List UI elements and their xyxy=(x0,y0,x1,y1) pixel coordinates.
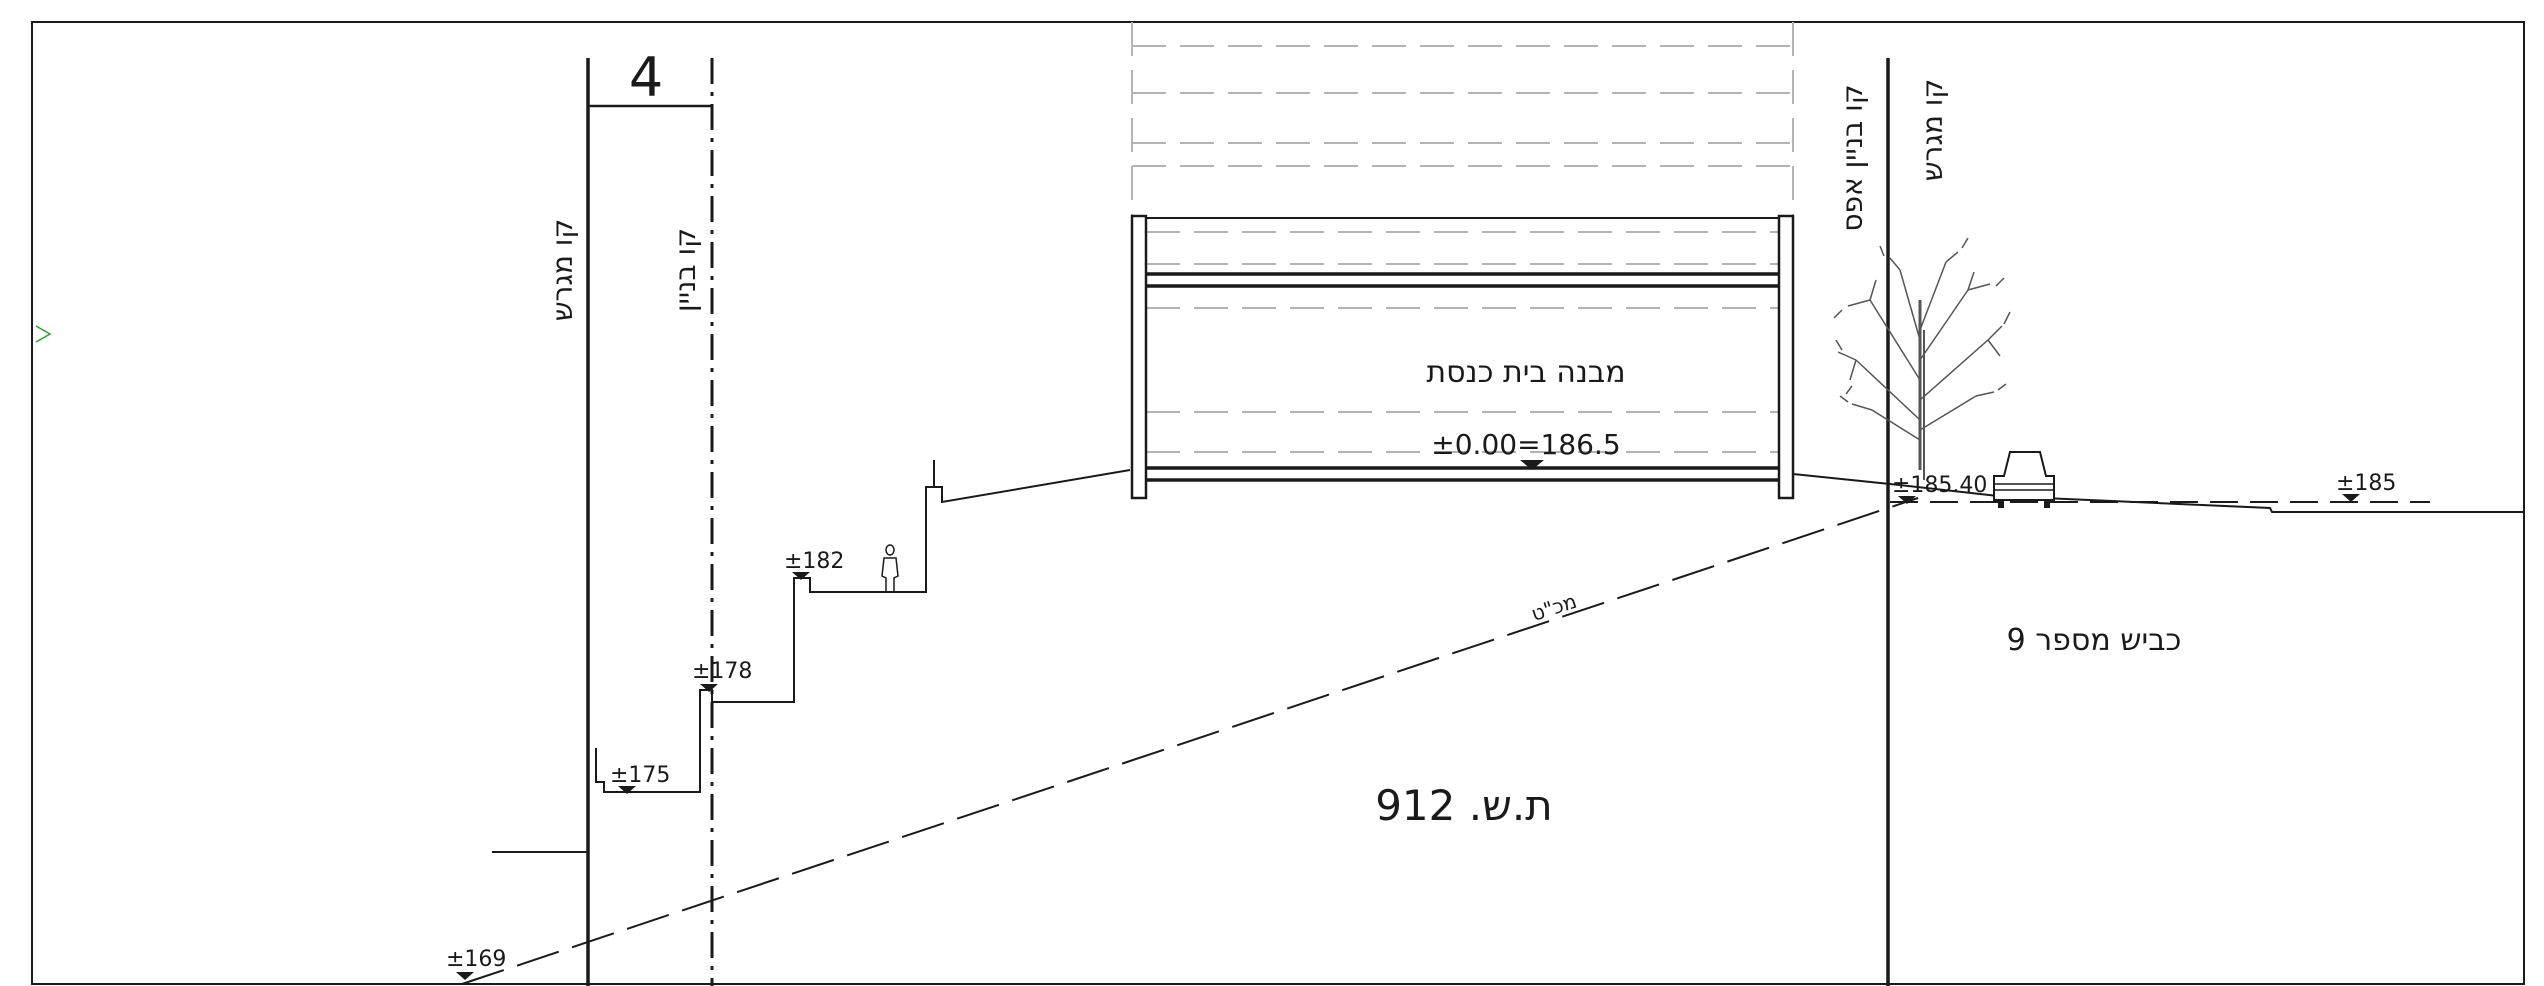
parcel-label: ת.ש. 912 xyxy=(1375,781,1553,830)
car-icon xyxy=(1993,451,2055,508)
road-label: כביש מספר 9 xyxy=(2007,623,2182,658)
hidden-floor-lines xyxy=(1131,22,1794,453)
terrace-profile xyxy=(595,460,1131,793)
setback-dimension: 4 xyxy=(588,46,712,109)
level-185-40-label: ±185.40 xyxy=(1892,473,1987,498)
level-185-40: ±185.40 xyxy=(1892,473,1987,504)
level-triangle-icon xyxy=(1898,496,1916,504)
plot-line-left-label: קו מגרש xyxy=(546,219,579,322)
level-169-label: ±169 xyxy=(446,947,506,972)
level-182: ±182 xyxy=(784,549,844,580)
level-triangle-icon xyxy=(2342,494,2360,502)
building-label: מבנה בית כנסת xyxy=(1426,355,1625,390)
slope-line xyxy=(461,497,1919,985)
level-185-label: ±185 xyxy=(2336,471,2396,496)
tree-icon xyxy=(1833,237,2011,480)
floor-level-label: ±0.00=186.5 xyxy=(1431,428,1620,461)
level-triangle-icon xyxy=(1520,460,1544,470)
synagogue-building: מבנה בית כנסת ±0.00=186.5 xyxy=(1130,214,1795,500)
level-triangle-icon xyxy=(792,572,810,580)
level-triangle-icon xyxy=(456,972,474,980)
setback-dimension-value: 4 xyxy=(629,46,663,109)
building-line-left-label: קו בניין xyxy=(669,228,702,312)
level-175-label: ±175 xyxy=(610,763,670,788)
drawing-frame xyxy=(31,21,2525,985)
level-triangle-icon xyxy=(618,786,636,794)
person-icon xyxy=(881,544,899,593)
level-178-label: ±178 xyxy=(692,659,752,684)
level-182-label: ±182 xyxy=(784,549,844,574)
level-178: ±178 xyxy=(692,659,752,692)
slope-label: מכ"ט xyxy=(1528,589,1579,626)
building-line-zero-label: קו בניין אפס xyxy=(1836,84,1869,231)
level-169: ±169 xyxy=(446,947,506,980)
level-175: ±175 xyxy=(610,763,670,794)
triangle-marker-icon xyxy=(35,325,52,343)
level-triangle-icon xyxy=(700,684,718,692)
level-185: ±185 xyxy=(2336,471,2396,502)
plot-line-right-label: קו מגרש xyxy=(1916,79,1949,182)
